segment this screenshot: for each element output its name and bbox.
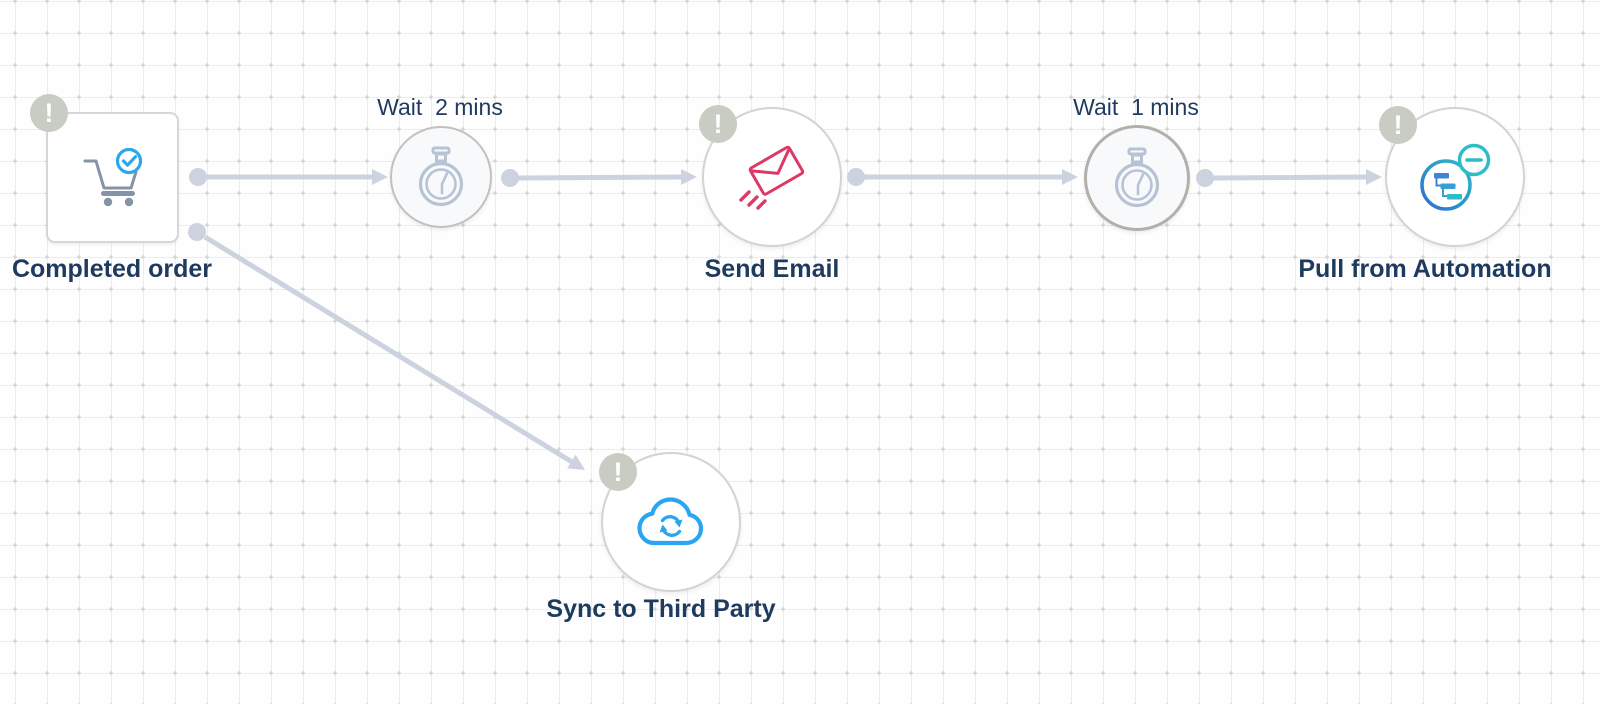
warning-badge[interactable]: !	[699, 105, 737, 143]
connector-completed-order-to-sync-to-third-party	[188, 223, 585, 470]
stopwatch-icon	[418, 146, 464, 207]
warning-badge[interactable]: !	[30, 94, 68, 132]
warning-glyph: !	[44, 97, 54, 128]
node-label-completed-order: Completed order	[11, 255, 213, 283]
connector-completed-order-to-wait-2	[189, 168, 388, 186]
node-completed-order[interactable]	[46, 112, 179, 243]
connector-arrowhead	[567, 454, 585, 470]
warning-glyph: !	[713, 108, 723, 139]
connector-send-email-to-wait-1	[847, 168, 1078, 186]
connector-arrowhead	[1062, 169, 1078, 185]
connector-port-dot[interactable]	[847, 168, 865, 186]
connector-wait-1-to-pull-from-automation	[1196, 169, 1382, 187]
node-wait-1-mins[interactable]	[1084, 125, 1190, 231]
cloud-sync-icon	[637, 497, 704, 546]
node-label-wait-2-mins: Wait 2 mins	[377, 94, 503, 120]
flying-envelope-icon	[739, 145, 805, 210]
node-label-wait-1-mins: Wait 1 mins	[1073, 94, 1199, 120]
node-label-pull-from-automation: Pull from Automation	[1298, 255, 1552, 283]
warning-glyph: !	[613, 456, 623, 487]
connector-wait-2-to-send-email	[501, 169, 697, 187]
connector-port-dot[interactable]	[188, 223, 206, 241]
node-wait-2-mins[interactable]	[390, 126, 492, 228]
connector-arrowhead	[681, 169, 697, 185]
warning-badge[interactable]: !	[599, 453, 637, 491]
node-label-send-email: Send Email	[704, 255, 840, 283]
warning-glyph: !	[1393, 109, 1403, 140]
connector-port-dot[interactable]	[1196, 169, 1214, 187]
node-label-sync-to-third-party: Sync to Third Party	[546, 595, 776, 623]
connector-port-dot[interactable]	[189, 168, 207, 186]
warning-badge[interactable]: !	[1379, 106, 1417, 144]
connector-arrowhead	[1366, 169, 1382, 185]
stopwatch-icon	[1114, 147, 1160, 208]
automation-minus-icon	[1420, 143, 1491, 211]
shopping-cart-check-icon	[83, 147, 142, 206]
connector-arrowhead	[372, 169, 388, 185]
connector-port-dot[interactable]	[501, 169, 519, 187]
